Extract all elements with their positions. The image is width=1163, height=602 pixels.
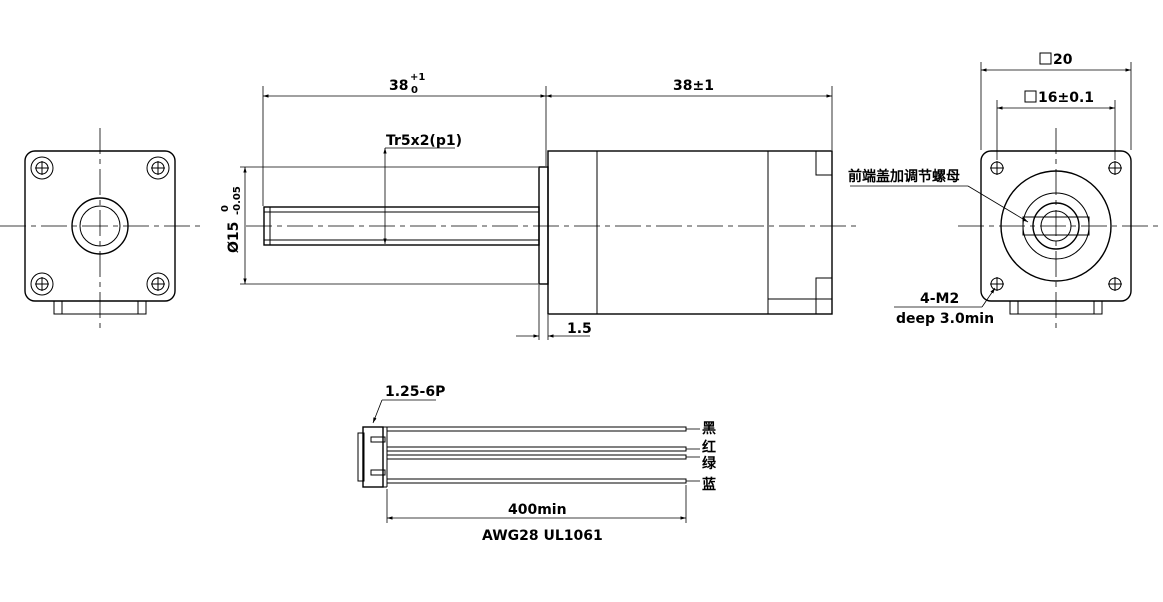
left-mount-hole-br (146, 272, 170, 296)
wire-label-green: 绿 (702, 455, 717, 472)
lead-wire-assembly: 黑 红 绿 蓝 1.25-6P 400min AWG28 UL1061 (357, 384, 717, 544)
flange-diameter-main: Ø15 (226, 222, 242, 253)
left-boss-inner (79, 205, 121, 247)
square-symbol-icon (1039, 52, 1052, 65)
flange-thickness: 1.5 (567, 321, 592, 337)
connector-housing (362, 426, 384, 488)
left-mount-hole-bl (30, 272, 54, 296)
shaft-length-main: 38 (389, 78, 408, 94)
right-front-cover (1000, 170, 1112, 282)
wire-blue (386, 478, 687, 484)
wire-label-blue: 蓝 (702, 476, 716, 493)
thread-spec: Tr5x2(p1) (386, 133, 462, 149)
motor-body (547, 150, 833, 315)
shaft-length-lower-tol: 0 (411, 85, 418, 96)
left-mount-hole-tr (146, 156, 170, 180)
right-dimensions: 20 16±0.1 前端盖加调节螺母 4-M2 deep 3.0min (848, 52, 1132, 327)
front-flange (538, 166, 549, 285)
hole-pitch: 16±0.1 (1038, 90, 1094, 106)
side-dimensions: 38 +1 0 38±1 Tr5x2(p1) Ø15 0 -0.05 1.5 (220, 72, 833, 340)
right-connector-tab (1009, 300, 1103, 315)
flange-diameter-lower-tol: -0.05 (232, 186, 243, 215)
wire-black (386, 426, 687, 432)
right-nut-flats (1022, 216, 1090, 236)
frame-size: 20 (1053, 52, 1073, 68)
wire-red (386, 446, 687, 452)
mount-holes: 4-M2 (920, 291, 959, 307)
nut-label: 前端盖加调节螺母 (848, 168, 960, 185)
wire-label-black: 黑 (702, 421, 716, 437)
left-mount-hole-tl (30, 156, 54, 180)
right-shaft-outer (1032, 202, 1080, 250)
wire-spec: AWG28 UL1061 (482, 528, 603, 544)
connector-label: 1.25-6P (385, 384, 445, 400)
side-view (246, 150, 860, 315)
wire-label-red: 红 (702, 439, 716, 456)
body-length: 38±1 (673, 78, 714, 94)
mount-depth: deep 3.0min (896, 311, 994, 327)
left-connector-tab (53, 300, 147, 315)
square-symbol-icon-2 (1024, 90, 1037, 103)
left-boss-outer (71, 197, 129, 255)
shaft-length-upper-tol: +1 (410, 72, 425, 83)
flange-diameter-upper-tol: 0 (220, 205, 231, 212)
wire-green (386, 454, 687, 460)
lead-length: 400min (508, 502, 567, 518)
right-shaft-inner (1040, 210, 1072, 242)
left-end-view (0, 128, 202, 330)
right-end-view (958, 128, 1163, 330)
